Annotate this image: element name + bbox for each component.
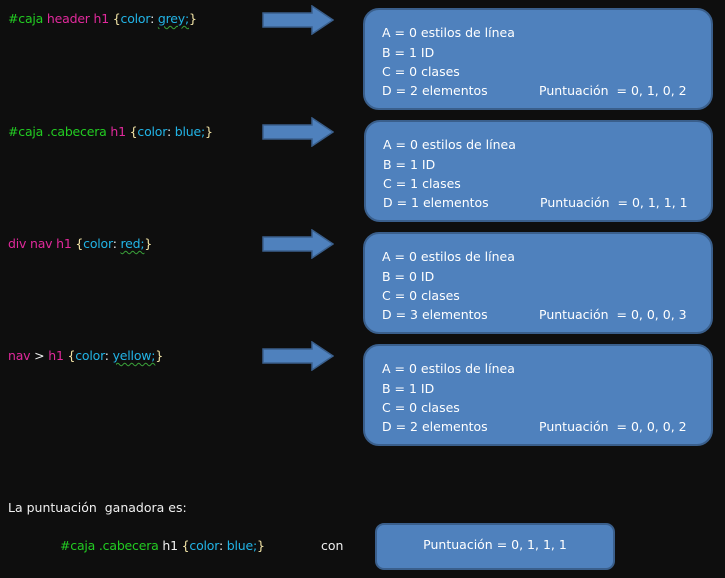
colon: :	[166, 124, 175, 139]
winner-score: Puntuación = 0, 1, 1, 1	[423, 537, 567, 552]
brace: {	[71, 236, 84, 251]
brace: {	[109, 11, 121, 26]
element-selector: header h1	[43, 11, 109, 26]
element-selector: div nav h1	[8, 236, 72, 251]
winner-score-box: Puntuación = 0, 1, 1, 1	[375, 523, 615, 570]
right-arrow-icon	[262, 5, 334, 35]
property-value: yellow;	[112, 348, 156, 363]
brace: }	[189, 11, 197, 26]
specificity-score: Puntuación = 0, 0, 0, 3	[539, 307, 687, 322]
element-count: D = 3 elementos	[382, 307, 488, 322]
winner-heading: La puntuación ganadora es:	[8, 500, 187, 515]
id-selector: #caja .cabecera	[8, 124, 107, 139]
brace: }	[155, 348, 164, 363]
element-selector: h1	[48, 348, 64, 363]
brace: {	[125, 124, 138, 139]
specificity-box: A = 0 estilos de línea B = 0 ID C = 0 cl…	[363, 232, 713, 334]
element-count: D = 1 elementos	[383, 195, 489, 210]
property-value: red;	[120, 236, 145, 251]
property-value: grey;	[157, 11, 189, 26]
id-count: B = 1 ID	[382, 381, 435, 396]
property-name: color	[137, 124, 167, 139]
property-name: color	[189, 538, 219, 553]
element-selector: h1	[106, 124, 126, 139]
specificity-score: Puntuación = 0, 0, 0, 2	[539, 419, 687, 434]
brace: {	[63, 348, 76, 363]
property-name: color	[75, 348, 105, 363]
colon: :	[218, 538, 227, 553]
property-value: blue;	[174, 124, 205, 139]
class-count: C = 1 clases	[383, 176, 461, 191]
css-rule-code: #caja .cabecera h1 {color: blue;}	[8, 124, 213, 139]
id-selector: #caja .cabecera	[60, 538, 159, 553]
brace: }	[256, 538, 265, 553]
connector-text: con	[321, 538, 344, 553]
property-value: blue;	[226, 538, 257, 553]
inline-styles-count: A = 0 estilos de línea	[382, 249, 515, 264]
class-count: C = 0 clases	[382, 288, 460, 303]
property-name: color	[83, 236, 113, 251]
element-selector: h1	[158, 538, 178, 553]
css-rule-code: nav > h1 {color: yellow;}	[8, 348, 163, 363]
brace: {	[177, 538, 190, 553]
id-count: B = 1 ID	[382, 45, 435, 60]
class-count: C = 0 clases	[382, 400, 460, 415]
class-count: C = 0 clases	[382, 64, 460, 79]
winner-css-rule-code: #caja .cabecera h1 {color: blue;}	[60, 538, 265, 553]
specificity-box: A = 0 estilos de línea B = 1 ID C = 1 cl…	[364, 120, 713, 222]
element-count: D = 2 elementos	[382, 419, 488, 434]
property-name: color	[120, 11, 151, 26]
specificity-box: A = 0 estilos de línea B = 1 ID C = 0 cl…	[363, 8, 713, 110]
colon: :	[150, 11, 158, 26]
specificity-box: A = 0 estilos de línea B = 1 ID C = 0 cl…	[363, 344, 713, 446]
css-rule-code: #caja header h1 {color: grey;}	[8, 11, 197, 26]
colon: :	[104, 348, 113, 363]
right-arrow-icon	[262, 229, 334, 259]
colon: :	[112, 236, 121, 251]
right-arrow-icon	[262, 117, 334, 147]
brace: }	[204, 124, 213, 139]
inline-styles-count: A = 0 estilos de línea	[382, 361, 515, 376]
element-selector: nav	[8, 348, 31, 363]
id-count: B = 0 ID	[382, 269, 435, 284]
inline-styles-count: A = 0 estilos de línea	[382, 25, 515, 40]
specificity-score: Puntuación = 0, 1, 1, 1	[540, 195, 688, 210]
id-selector: #caja	[8, 11, 44, 26]
inline-styles-count: A = 0 estilos de línea	[383, 137, 516, 152]
css-rule-code: div nav h1 {color: red;}	[8, 236, 152, 251]
right-arrow-icon	[262, 341, 334, 371]
specificity-score: Puntuación = 0, 1, 0, 2	[539, 83, 687, 98]
brace: }	[144, 236, 153, 251]
element-count: D = 2 elementos	[382, 83, 488, 98]
id-count: B = 1 ID	[383, 157, 436, 172]
combinator: >	[30, 348, 49, 363]
